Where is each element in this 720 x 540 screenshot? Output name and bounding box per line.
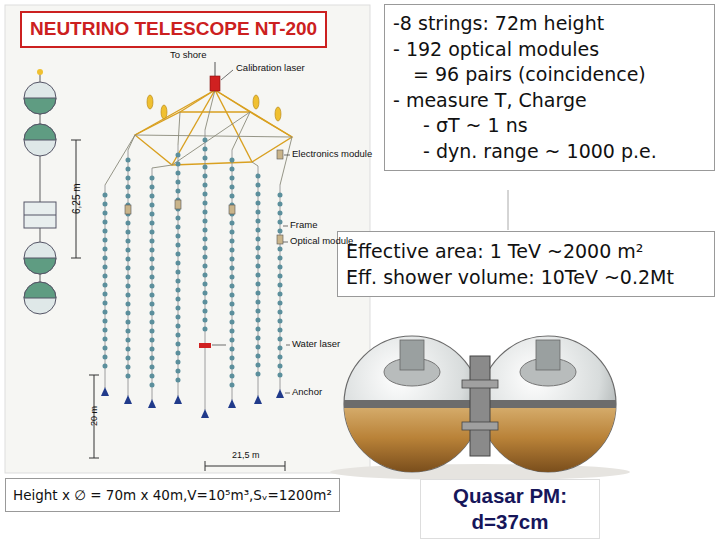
dimension-label: 21,5 m xyxy=(232,451,260,461)
performance-text: Effective area: 1 TeV ~2000 m² xyxy=(346,238,706,264)
frame xyxy=(135,90,292,165)
spec-line: -8 strings: 72m height xyxy=(393,11,706,37)
spec-line: = 96 pairs (coincidence) xyxy=(393,62,706,88)
spec-line: - 192 optical modules xyxy=(393,37,706,63)
performance-box: Effective area: 1 TeV ~2000 m²Eff. showe… xyxy=(337,231,715,297)
dimensions-box: Height x ∅ = 70m x 40m,V=10⁵m³,Sᵥ=1200m² xyxy=(5,478,340,512)
pm-caption-box: Quasar PM: d=37cm xyxy=(420,479,600,539)
spec-line: - measure T, Charge xyxy=(393,88,706,114)
optical-module-pairs xyxy=(24,69,56,314)
specs-box: -8 strings: 72m height- 192 optical modu… xyxy=(384,4,715,171)
part-label: To shore xyxy=(170,50,206,60)
dimensions-text: Height x ∅ = 70m x 40m,V=10⁵m³,Sᵥ=1200m² xyxy=(13,485,332,505)
optical-modules xyxy=(105,140,280,387)
quasar-spheres-photo xyxy=(330,336,630,480)
part-label: Anchor xyxy=(292,387,322,397)
anchors xyxy=(101,387,284,418)
part-label: Water laser xyxy=(292,339,340,349)
pm-caption: Quasar PM: d=37cm xyxy=(427,483,593,535)
part-label: Frame xyxy=(290,220,317,230)
part-label: Optical module xyxy=(290,236,353,246)
panel xyxy=(5,5,370,473)
dimension-label: 6,25 m xyxy=(71,184,82,215)
performance-text: Eff. shower volume: 10TeV ~0.2Mt xyxy=(346,264,706,290)
strings xyxy=(105,130,280,410)
dimension-label: 20 m xyxy=(90,406,100,426)
part-label: Calibration laser xyxy=(236,63,305,73)
spec-line: - dyn. range ~ 1000 p.e. xyxy=(393,139,706,165)
spec-line: - σT ~ 1 ns xyxy=(393,113,706,139)
title-box: NEUTRINO TELESCOPE NT-200 xyxy=(20,11,327,48)
part-label: Electronics module xyxy=(292,149,372,159)
